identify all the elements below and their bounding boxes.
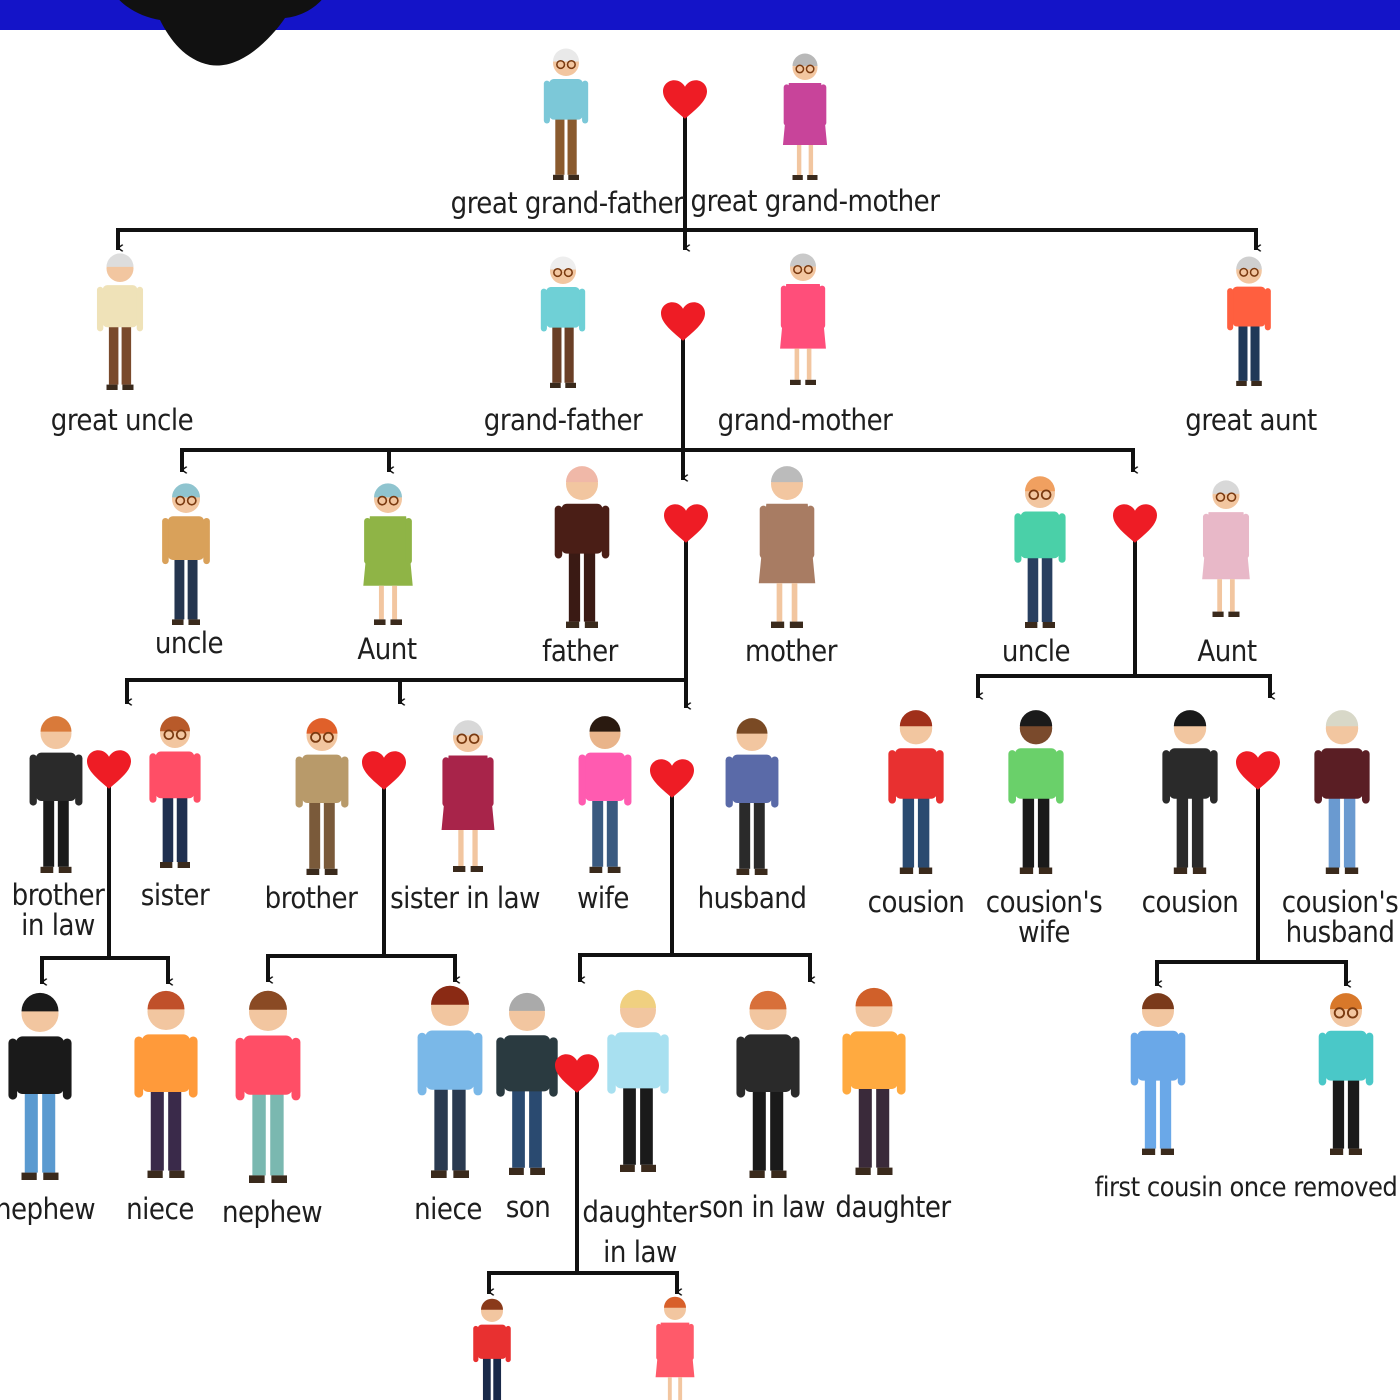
label-father: father (542, 634, 618, 668)
logo-blob (119, 0, 322, 66)
label-brother: brother (264, 881, 358, 915)
aunt-left-figure (363, 483, 413, 625)
label-sister: sister (140, 878, 210, 912)
brother-figure (295, 718, 349, 875)
first-cousin-once-removed-boy-figure (1318, 993, 1374, 1155)
granddaughter-figure (655, 1296, 695, 1400)
label-cousin-2: cousion (1141, 885, 1239, 919)
label-niece-2: niece (414, 1192, 482, 1226)
label-daughter: daughter (835, 1190, 951, 1224)
label-uncle-right: uncle (1001, 634, 1071, 668)
label-son: son (505, 1190, 551, 1224)
label-aunt-left: Aunt (357, 632, 417, 666)
sister-in-law-figure (441, 720, 495, 872)
grandmother-figure (780, 253, 826, 385)
label-nephew-1: nephew (0, 1192, 96, 1226)
daughter-figure (842, 987, 906, 1175)
heart-icon-self (650, 759, 694, 798)
brother-in-law-figure (29, 716, 83, 873)
heart-icon-son (555, 1054, 599, 1093)
great-aunt-figure (1227, 256, 1271, 386)
label-daughter-in-law: daughter in law (582, 1195, 698, 1269)
grandson-figure (473, 1298, 511, 1400)
heart-icon-grandparents (661, 302, 705, 341)
uncle-right-figure (1014, 476, 1066, 628)
label-aunt-right: Aunt (1197, 634, 1257, 668)
husband-figure (725, 718, 779, 875)
label-uncle-left: uncle (154, 626, 224, 660)
label-cousins-wife: cousion's wife (985, 885, 1103, 949)
uncle-left-figure (162, 483, 210, 625)
cousin-2-figure (1162, 710, 1218, 874)
great-grandmother-figure (782, 53, 828, 180)
connector-lines (40, 116, 1346, 1292)
son-figure (496, 992, 558, 1175)
label-great-aunt: great aunt (1185, 403, 1317, 437)
heart-icon-brother (362, 751, 406, 790)
nephew-1-figure (8, 992, 72, 1180)
wife-figure (578, 716, 632, 873)
label-nephew-2: nephew (221, 1195, 323, 1229)
cousin-1-figure (888, 710, 944, 874)
heart-icon-great-grandparents (663, 80, 707, 119)
heart-icon-parents (664, 504, 708, 543)
heart-icon-uncle-aunt (1113, 504, 1157, 543)
son-in-law-figure (736, 990, 800, 1178)
aunt-right-figure (1202, 480, 1250, 617)
first-cousin-once-removed-girl-figure (1130, 993, 1186, 1155)
label-son-in-law: son in law (698, 1190, 826, 1224)
heart-icon-cousin (1236, 751, 1280, 790)
label-cousins-husband: cousion's husband (1281, 885, 1399, 949)
label-sister-in-law: sister in law (390, 881, 540, 915)
nephew-2-figure (235, 990, 301, 1183)
father-figure (554, 466, 610, 628)
label-great-grandmother: great grand-mother (690, 184, 940, 218)
label-mother: mother (745, 634, 837, 668)
niece-1-figure (134, 990, 198, 1178)
label-grandmother: grand-mother (717, 403, 893, 437)
daughter-in-law-figure (607, 989, 669, 1172)
niece-2-figure (417, 985, 483, 1178)
mother-figure (758, 466, 816, 628)
cousins-husband-figure (1314, 710, 1370, 874)
label-grandfather: grand-father (483, 403, 643, 437)
great-uncle-figure (96, 253, 144, 390)
heart-icon-sister (87, 750, 131, 789)
label-wife: wife (577, 881, 629, 915)
label-great-grandfather: great grand-father (450, 186, 684, 220)
label-cousin-1: cousion (867, 885, 965, 919)
label-great-uncle: great uncle (50, 403, 194, 437)
sister-figure (149, 716, 201, 868)
label-first-cousin-once-removed: first cousin once removed (1094, 1172, 1398, 1203)
label-brother-in-law: brother in law (11, 878, 105, 942)
grandfather-figure (540, 256, 586, 388)
great-grandfather-figure (543, 48, 589, 180)
people-layer (8, 48, 1374, 1400)
cousins-wife-figure (1008, 710, 1064, 874)
label-niece-1: niece (126, 1192, 194, 1226)
label-husband: husband (697, 881, 807, 915)
